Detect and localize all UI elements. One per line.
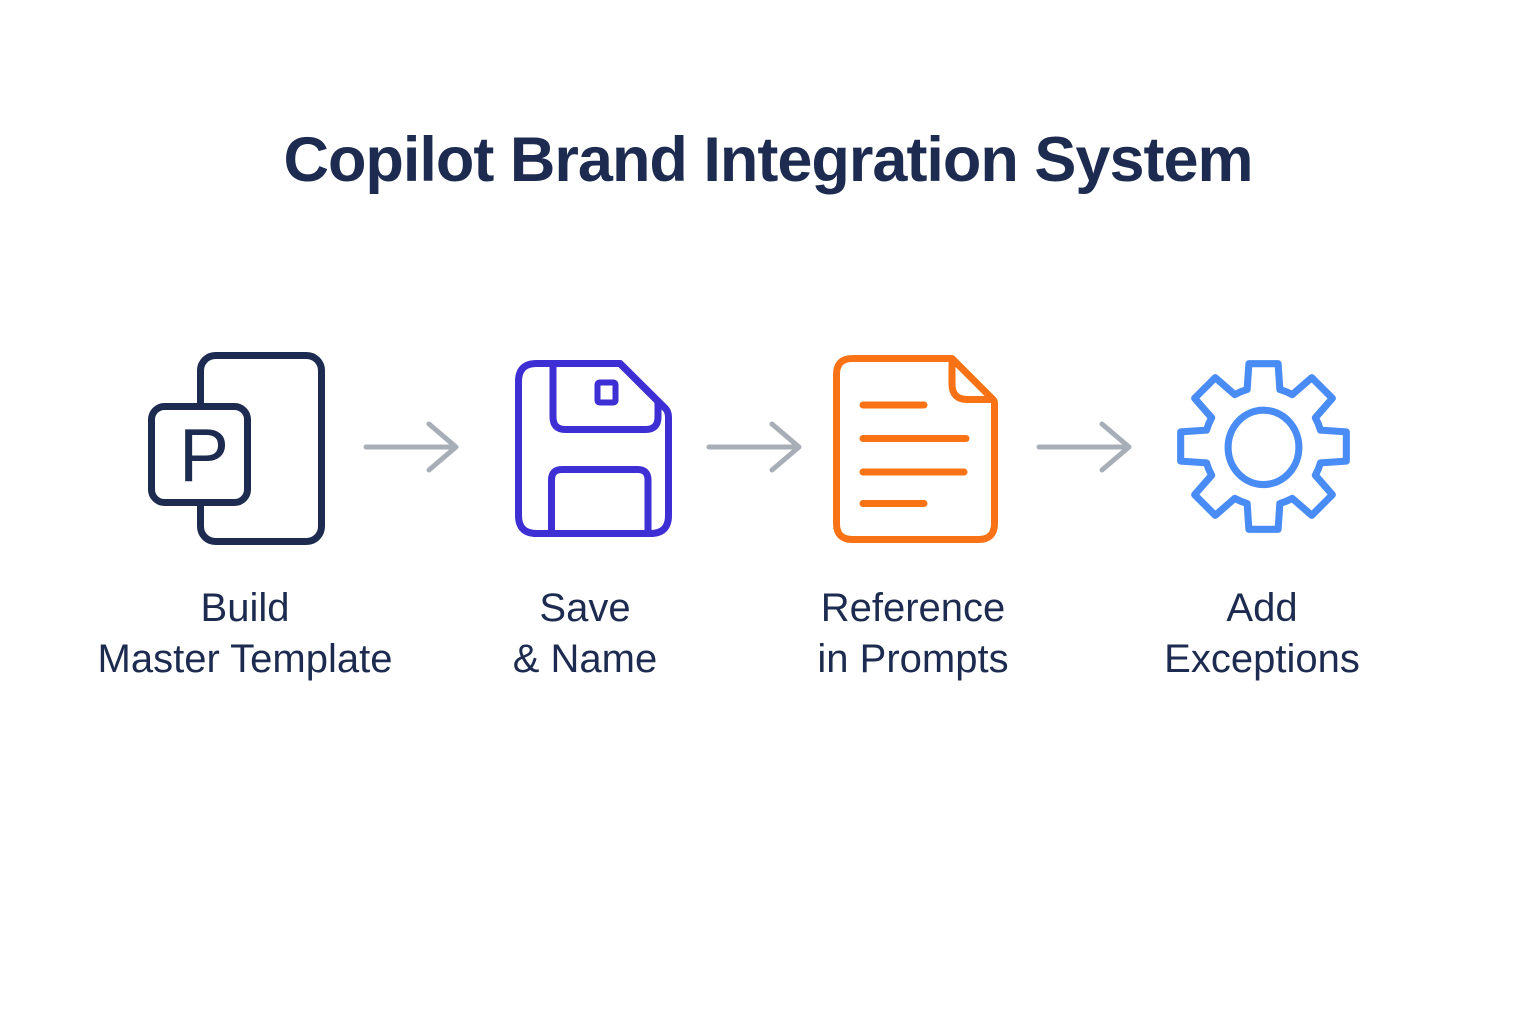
arrow-head [769, 421, 802, 473]
step-label-build-master-template: Build Master Template [35, 583, 455, 685]
step-label-add-exceptions: Add Exceptions [1052, 583, 1472, 685]
arrow-head [1099, 421, 1132, 473]
step-label-line2: Exceptions [1164, 637, 1360, 681]
gear-icon [1177, 360, 1350, 533]
flow-arrow-icon [1036, 421, 1132, 473]
step-label-reference-in-prompts: Reference in Prompts [703, 583, 1123, 685]
step-label-line1: Add [1226, 586, 1298, 630]
arrow-head [426, 421, 459, 473]
letter-badge [148, 403, 251, 506]
text-lines [859, 401, 970, 507]
gear-hole [1224, 406, 1303, 489]
shutter-slot [594, 379, 619, 406]
disk-shutter [549, 360, 662, 433]
step-label-line2: in Prompts [817, 637, 1009, 681]
step-label-line2: & Name [512, 637, 658, 681]
document-outline [833, 355, 998, 543]
letter-p: P [179, 413, 229, 497]
step-label-line1: Save [539, 586, 631, 630]
step-label-line1: Reference [820, 586, 1006, 630]
page-title: Copilot Brand Integration System [283, 125, 1253, 195]
document-text-icon [833, 355, 998, 543]
step-label-line1: Build [200, 586, 290, 630]
disk-label [548, 466, 652, 534]
floppy-disk-icon [515, 360, 672, 537]
step-label-save-and-name: Save & Name [375, 583, 795, 685]
gear-body [1177, 360, 1350, 533]
step-label-line2: Master Template [97, 637, 393, 681]
flow-arrow-icon [363, 421, 459, 473]
powerpoint-page-icon: P [148, 352, 325, 545]
flow-arrow-icon [706, 421, 802, 473]
folded-corner [948, 358, 994, 403]
